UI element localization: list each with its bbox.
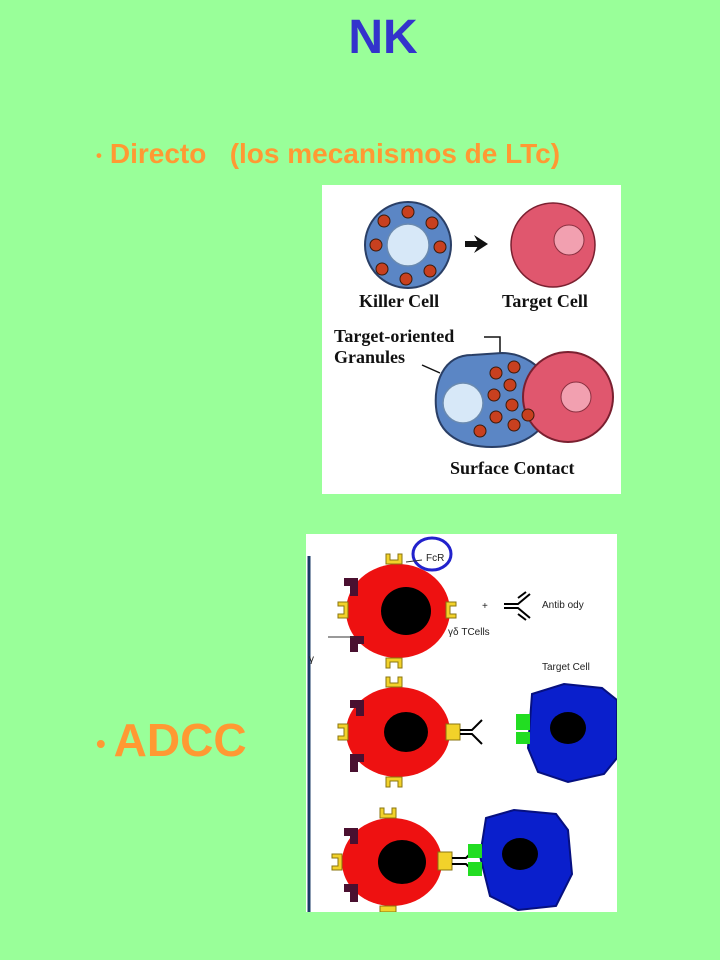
bullet-dot: • xyxy=(96,145,102,165)
antibody-label: Antib ody xyxy=(542,600,584,611)
arrow-icon xyxy=(465,235,488,253)
killer-cell xyxy=(364,201,452,289)
target-cell-label: Target Cell xyxy=(502,291,588,311)
fcr-highlight-circle xyxy=(411,536,453,572)
target-cell-label: Target Cell xyxy=(542,662,590,673)
nk-cell-3 xyxy=(331,807,477,912)
surface-contact-label: Surface Contact xyxy=(450,458,574,478)
adcc-diagram: FcR γδ TCells γ + Antib ody Target Cell xyxy=(306,534,617,912)
granules-label-line1: Target-oriented xyxy=(334,326,454,346)
gamma-label: γ xyxy=(309,654,314,665)
surface-contact-cells xyxy=(434,351,614,449)
target-cell-2 xyxy=(516,682,617,784)
bullet-adcc: •ADCC xyxy=(96,712,247,772)
killer-cell-diagram: Killer Cell Target Cell Target-oriented … xyxy=(322,185,621,494)
bullet-directo-text: Directo (los mecanismos de LTc) xyxy=(109,138,561,169)
killer-cell-label: Killer Cell xyxy=(359,291,439,311)
granules-pointer xyxy=(484,336,501,353)
target-cell-3 xyxy=(468,808,574,912)
target-cell xyxy=(510,202,596,288)
nk-cell-1 xyxy=(337,553,457,669)
pointer-arrow xyxy=(421,364,441,374)
fcr-label: FcR xyxy=(426,553,444,564)
slide-title: NK xyxy=(348,11,418,64)
bullet-dot: • xyxy=(96,727,106,759)
granules-label-line2: Granules xyxy=(334,347,405,367)
antibody-icon xyxy=(504,591,531,621)
bullet-adcc-text: ADCC xyxy=(113,714,247,766)
tcells-label: γδ TCells xyxy=(448,627,490,638)
bullet-directo: • Directo (los mecanismos de LTc) xyxy=(96,136,560,174)
plus-sign: + xyxy=(482,601,488,612)
nk-cell-2 xyxy=(337,676,483,788)
